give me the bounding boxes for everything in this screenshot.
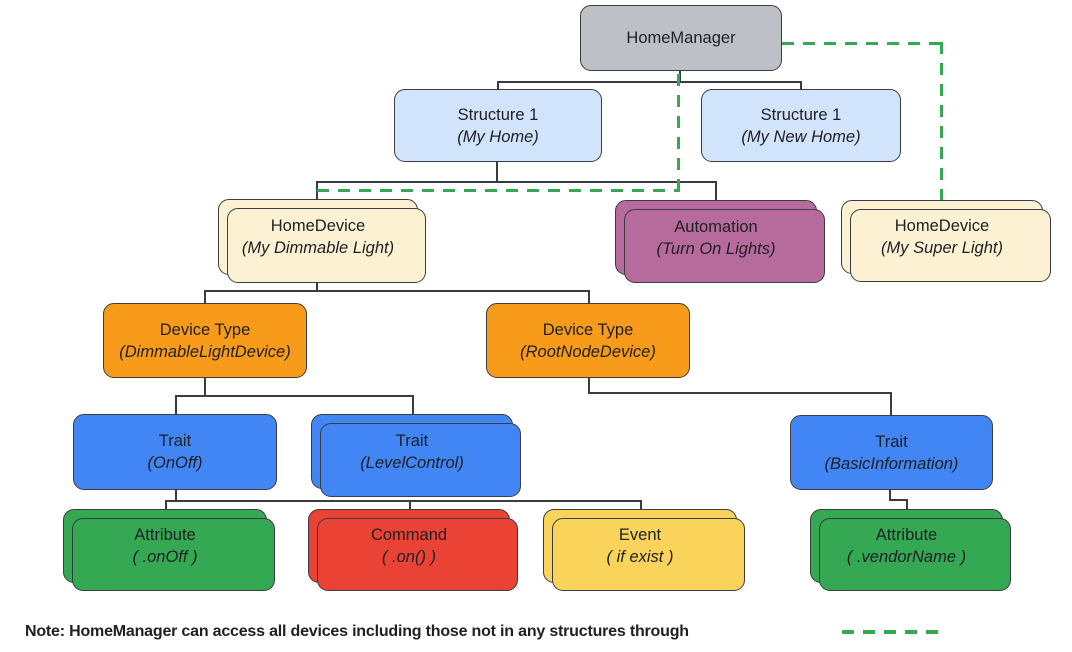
node-device-type-rootnode: Device Type (RootNodeDevice): [486, 303, 690, 378]
connector: [175, 488, 177, 502]
connector: [165, 500, 167, 510]
footnote: Note: HomeManager can access all devices…: [25, 623, 689, 640]
connector: [889, 489, 891, 501]
node-sublabel: (BasicInformation): [824, 454, 959, 473]
node-label: Automation: [674, 217, 758, 236]
connector: [588, 377, 590, 394]
node-sublabel: (DimmableLightDevice): [119, 342, 291, 361]
connector: [497, 81, 802, 83]
connector: [316, 181, 717, 183]
node-trait-onoff: Trait (OnOff): [73, 414, 277, 490]
node-sublabel: (My Dimmable Light): [241, 239, 395, 257]
node-label: Trait: [395, 431, 429, 450]
node-label: Device Type: [159, 320, 251, 339]
node-attribute-onoff: Attribute ( .onOff ): [63, 509, 275, 591]
node-label: Trait: [875, 432, 908, 451]
connector: [316, 274, 318, 292]
dashed-access-path: [317, 189, 680, 192]
node-sublabel: ( .onOff ): [132, 548, 198, 566]
node-structure-my-new-home: Structure 1 (My New Home): [701, 89, 901, 162]
node-attribute-vendorname: Attribute ( .vendorName ): [810, 509, 1011, 591]
node-trait-levelcontrol: Trait (LevelControl): [311, 414, 521, 497]
connector: [588, 392, 892, 394]
connector: [588, 290, 590, 304]
connector: [175, 395, 414, 397]
connector: [409, 500, 411, 510]
node-label: Structure 1: [457, 105, 539, 124]
dashed-access-path: [782, 42, 943, 45]
connector: [800, 81, 802, 90]
node-label: HomeManager: [626, 29, 736, 47]
node-sublabel: (Turn On Lights): [656, 239, 776, 258]
connector: [496, 161, 498, 183]
connector: [165, 500, 642, 502]
node-label: Trait: [158, 432, 192, 450]
node-sublabel: (My Super Light): [881, 239, 1003, 257]
node-device-type-dimmable: Device Type (DimmableLightDevice): [103, 303, 307, 378]
node-home-manager: HomeManager: [580, 5, 782, 71]
node-sublabel: ( if exist ): [606, 548, 674, 566]
node-sublabel: (My Home): [457, 127, 539, 146]
node-label: Event: [618, 526, 662, 544]
node-label: Device Type: [542, 320, 634, 339]
dashed-line-legend: [842, 630, 939, 634]
connector: [497, 81, 499, 90]
node-label: Command: [370, 526, 448, 544]
node-automation: Automation (Turn On Lights): [615, 200, 825, 283]
node-command-on: Command ( .on() ): [308, 509, 518, 591]
node-label: HomeDevice: [894, 217, 990, 235]
node-sublabel: (RootNodeDevice): [520, 342, 656, 361]
connector: [204, 290, 590, 292]
connector: [906, 499, 908, 510]
node-label: HomeDevice: [270, 217, 366, 235]
node-event-ifexist: Event ( if exist ): [543, 509, 745, 591]
node-label: Attribute: [875, 526, 938, 544]
node-sublabel: (LevelControl): [360, 453, 464, 472]
node-trait-basicinformation: Trait (BasicInformation): [790, 415, 993, 490]
node-home-device-super: HomeDevice (My Super Light): [841, 200, 1051, 282]
node-sublabel: (OnOff): [147, 454, 203, 472]
connector: [715, 181, 717, 201]
node-sublabel: ( .vendorName ): [846, 548, 967, 566]
node-label: Attribute: [134, 526, 196, 544]
connector: [889, 499, 908, 501]
connector: [412, 395, 414, 415]
node-label: Structure 1: [760, 105, 842, 124]
connector: [204, 377, 206, 397]
connector: [640, 500, 642, 510]
node-sublabel: (My New Home): [741, 127, 861, 146]
connector: [679, 70, 681, 83]
connector: [204, 290, 206, 304]
connector: [175, 395, 177, 415]
dashed-access-path: [940, 42, 943, 200]
node-sublabel: ( .on() ): [381, 548, 437, 566]
connector: [890, 392, 892, 416]
node-structure-my-home: Structure 1 (My Home): [394, 89, 602, 162]
node-home-device-dimmable: HomeDevice (My Dimmable Light): [218, 199, 426, 283]
dashed-access-path: [677, 74, 680, 192]
